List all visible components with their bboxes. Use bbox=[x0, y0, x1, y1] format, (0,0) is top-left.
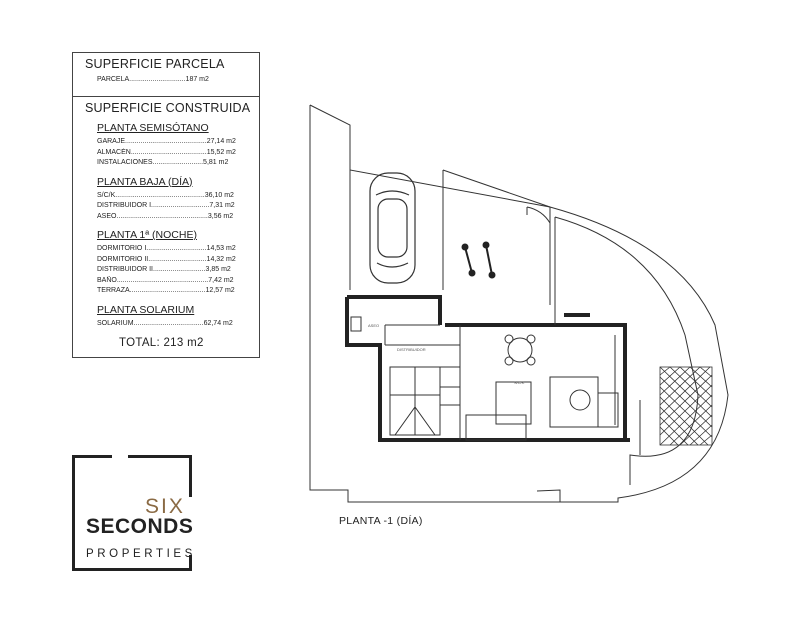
floor-group-semisotano: PLANTA SEMISÓTANO GARAJE................… bbox=[85, 122, 259, 169]
logo-properties: PROPERTIES bbox=[86, 548, 196, 560]
plot-area-title: SUPERFICIE PARCELA bbox=[85, 57, 225, 71]
solar-panel bbox=[659, 366, 713, 446]
floor-group-solarium: PLANTA SOLARIUM SOLARIUM................… bbox=[85, 304, 259, 330]
plot-boundary bbox=[309, 104, 729, 503]
plan-caption: PLANTA -1 (DÍA) bbox=[339, 515, 423, 527]
floor-group-title: PLANTA SOLARIUM bbox=[97, 303, 195, 316]
floor-group-title: PLANTA SEMISÓTANO bbox=[97, 122, 209, 134]
room-label-aseo: ASEO bbox=[368, 323, 379, 328]
area-row: DORMITORIO I............................… bbox=[97, 245, 236, 252]
room-label-sck: S/C/K bbox=[514, 380, 525, 385]
area-row: DORMITORIO II...........................… bbox=[97, 255, 236, 263]
area-row: S/C/K...................................… bbox=[97, 191, 234, 199]
room-label-distribuidor: DISTRIBUIDOR bbox=[397, 347, 426, 352]
bicycles-icon bbox=[461, 241, 496, 279]
car-icon bbox=[369, 172, 416, 284]
building-wall-left bbox=[345, 297, 630, 442]
building-wall-top bbox=[347, 295, 442, 325]
area-row: DISTRIBUIDOR II.........................… bbox=[97, 266, 231, 273]
area-row: BAÑO....................................… bbox=[97, 276, 234, 284]
area-row: INSTALACIONES..........................5… bbox=[97, 159, 229, 166]
built-area-title: SUPERFICIE CONSTRUIDA bbox=[85, 101, 251, 115]
logo-seconds: SECONDS bbox=[86, 515, 194, 538]
area-row: SOLARIUM................................… bbox=[97, 319, 233, 327]
area-row: TERRAZA.................................… bbox=[97, 287, 235, 294]
logo-six: SIX bbox=[145, 495, 185, 518]
built-area-section: SUPERFICIE CONSTRUIDA PLANTA SEMISÓTANO … bbox=[73, 97, 259, 349]
area-row: ALMACÉN.................................… bbox=[97, 148, 236, 156]
floor-group-title: PLANTA BAJA (DÍA) bbox=[97, 175, 193, 188]
area-row: DISTRIBUIDOR I..........................… bbox=[97, 202, 235, 209]
floor-group-title: PLANTA 1ª (NOCHE) bbox=[97, 229, 197, 241]
area-row: ASEO....................................… bbox=[97, 212, 234, 220]
plot-area-section: SUPERFICIE PARCELA PARCELA..............… bbox=[73, 53, 259, 97]
area-schedule-table: SUPERFICIE PARCELA PARCELA..............… bbox=[72, 52, 260, 358]
company-logo: SIX SECONDS PROPERTIES bbox=[72, 455, 196, 573]
floor-plan: ASEO DISTRIBUIDOR S/C/K bbox=[309, 104, 729, 503]
floor-group-planta-baja: PLANTA BAJA (DÍA) S/C/K.................… bbox=[85, 176, 259, 223]
floor-group-planta-1: PLANTA 1ª (NOCHE) DORMITORIO I..........… bbox=[85, 229, 259, 297]
plot-boundary-left bbox=[309, 105, 600, 503]
area-row: GARAJE..................................… bbox=[97, 138, 236, 145]
plot-area-row: PARCELA.............................187 … bbox=[97, 76, 209, 83]
total-area: TOTAL: 213 m2 bbox=[119, 337, 204, 349]
